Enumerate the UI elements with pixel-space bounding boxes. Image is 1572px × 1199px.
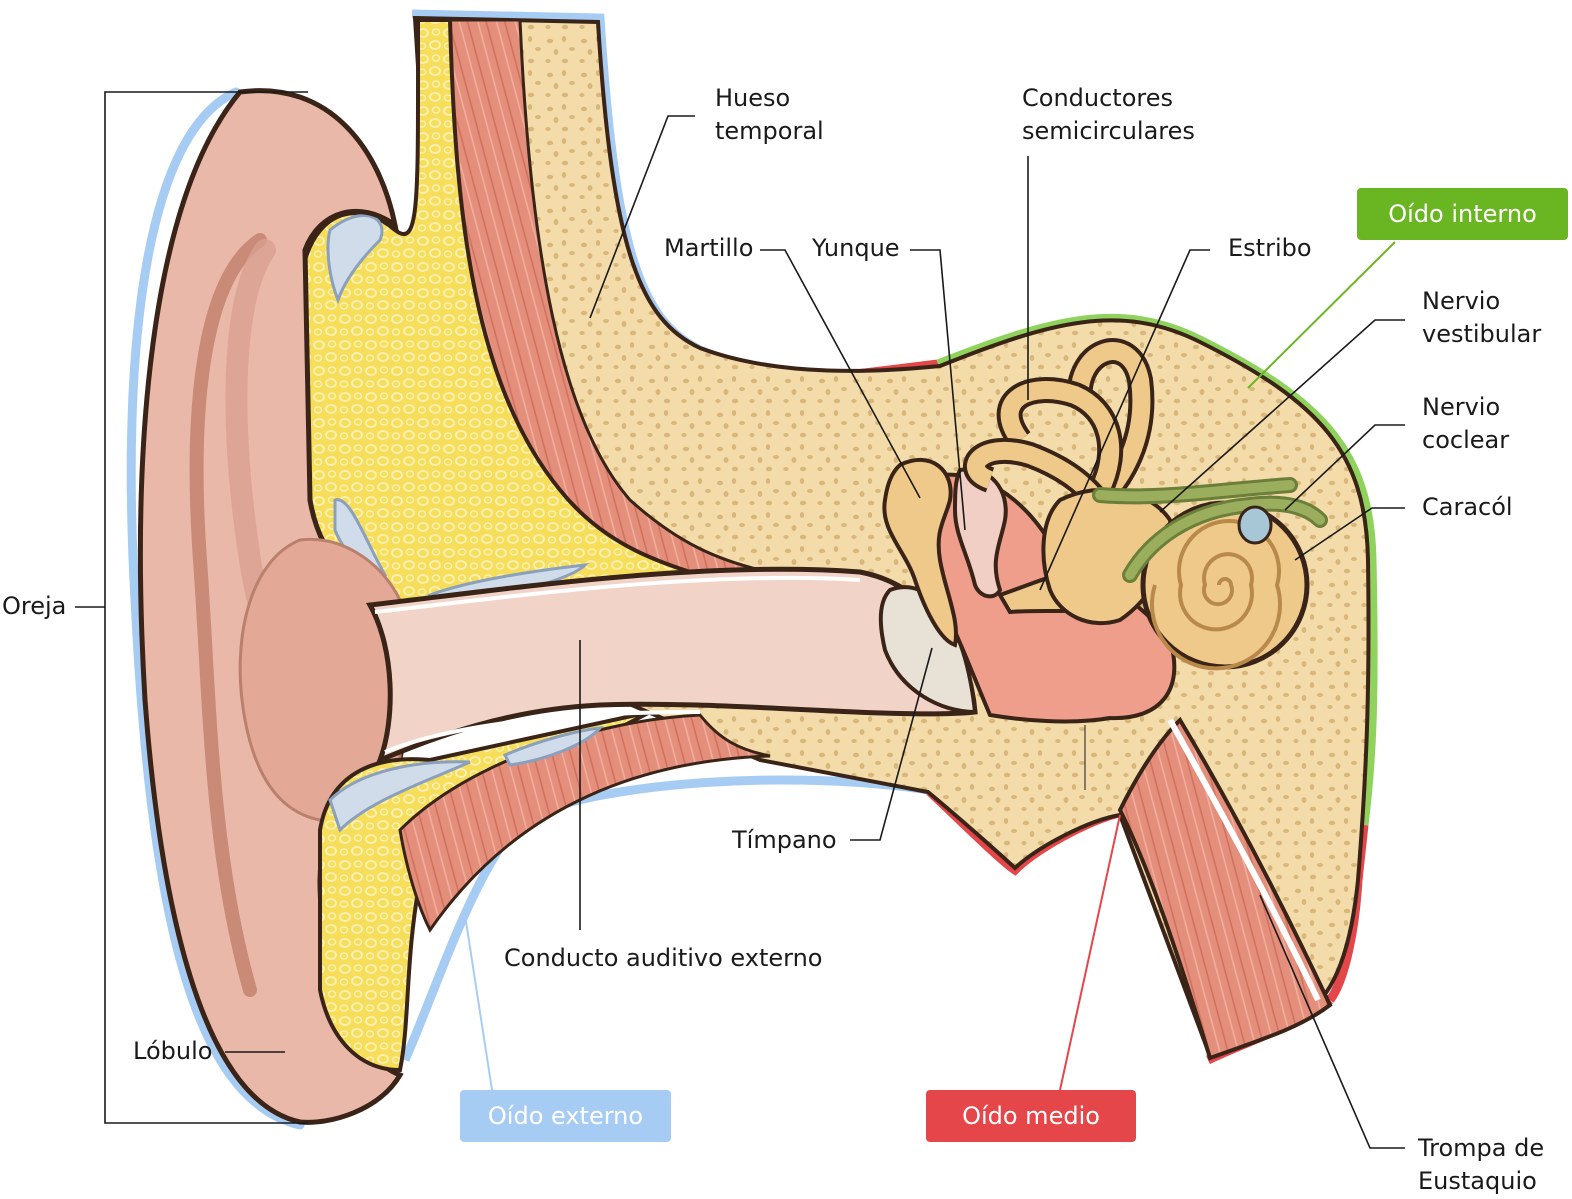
label-estribo: Estribo <box>1228 234 1312 262</box>
label-yunque: Yunque <box>812 234 900 262</box>
eustachian-lumen <box>1167 718 1321 1002</box>
label-martillo: Martillo <box>664 234 754 262</box>
leader-trompa <box>1259 894 1405 1149</box>
cochlear-nerve-fill <box>1125 498 1325 580</box>
label-nervio-vestibular: Nervio vestibular <box>1422 285 1541 351</box>
label-lobulo: Lóbulo <box>133 1037 213 1065</box>
label-nervio-coclear: Nervio coclear <box>1422 391 1509 457</box>
region-oido-medio: Oído medio <box>926 1090 1136 1142</box>
leader-interno <box>1247 241 1396 389</box>
vestibular-nerve-fill <box>1095 480 1295 502</box>
label-trompa-line2: Eustaquio <box>1418 1167 1537 1195</box>
leader-martillo <box>760 249 921 499</box>
label-hueso-temporal-line1: Hueso <box>715 84 791 112</box>
label-nervio-vestibular-line1: Nervio <box>1422 287 1501 315</box>
label-conductores-line1: Conductores <box>1022 84 1173 112</box>
malleus <box>882 458 958 648</box>
round-window <box>1237 505 1273 545</box>
label-nervio-coclear-line1: Nervio <box>1422 393 1501 421</box>
label-nervio-vestibular-line2: vestibular <box>1422 320 1542 348</box>
label-hueso-temporal: Hueso temporal <box>715 82 824 148</box>
label-trompa: Trompa de Eustaquio <box>1418 1132 1544 1198</box>
label-conductores: Conductores semicirculares <box>1022 82 1195 148</box>
label-conducto: Conducto auditivo externo <box>504 944 823 972</box>
ear-canal <box>366 566 978 765</box>
leader-caracol <box>1294 507 1405 561</box>
label-hueso-temporal-line2: temporal <box>715 117 824 145</box>
label-oreja: Oreja <box>2 592 67 620</box>
leader-oreja-bracket <box>104 91 308 1124</box>
leader-yunque <box>910 249 966 531</box>
leader-medio <box>1059 814 1121 1091</box>
leader-estribo <box>1039 249 1210 591</box>
outer-ear-outline <box>126 87 305 1130</box>
region-oido-interno: Oído interno <box>1357 188 1568 240</box>
cartilage-blue-1 <box>326 214 384 305</box>
leader-lines <box>75 91 1405 1149</box>
cartilage-blue-4 <box>328 760 471 833</box>
leader-externo <box>464 914 493 1091</box>
cartilage-blue-5 <box>502 726 604 767</box>
canal-inner-line <box>374 575 861 754</box>
leader-hueso-temporal <box>589 115 695 319</box>
label-timpano: Tímpano <box>732 826 837 854</box>
cochlea <box>1140 500 1310 671</box>
concha <box>238 537 402 824</box>
incus <box>952 467 1008 599</box>
leader-timpano <box>850 647 933 841</box>
leader-nervio-vestibular <box>1159 319 1405 513</box>
label-nervio-coclear-line2: coclear <box>1422 426 1510 454</box>
label-caracol: Caracól <box>1422 493 1513 521</box>
helix-fold <box>189 233 267 997</box>
leader-nervio-coclear <box>1284 424 1405 511</box>
label-trompa-line1: Trompa de <box>1418 1134 1545 1162</box>
lower-muscle <box>398 713 771 933</box>
region-oido-externo: Oído externo <box>460 1090 671 1142</box>
label-conductores-line2: semicirculares <box>1022 117 1195 145</box>
